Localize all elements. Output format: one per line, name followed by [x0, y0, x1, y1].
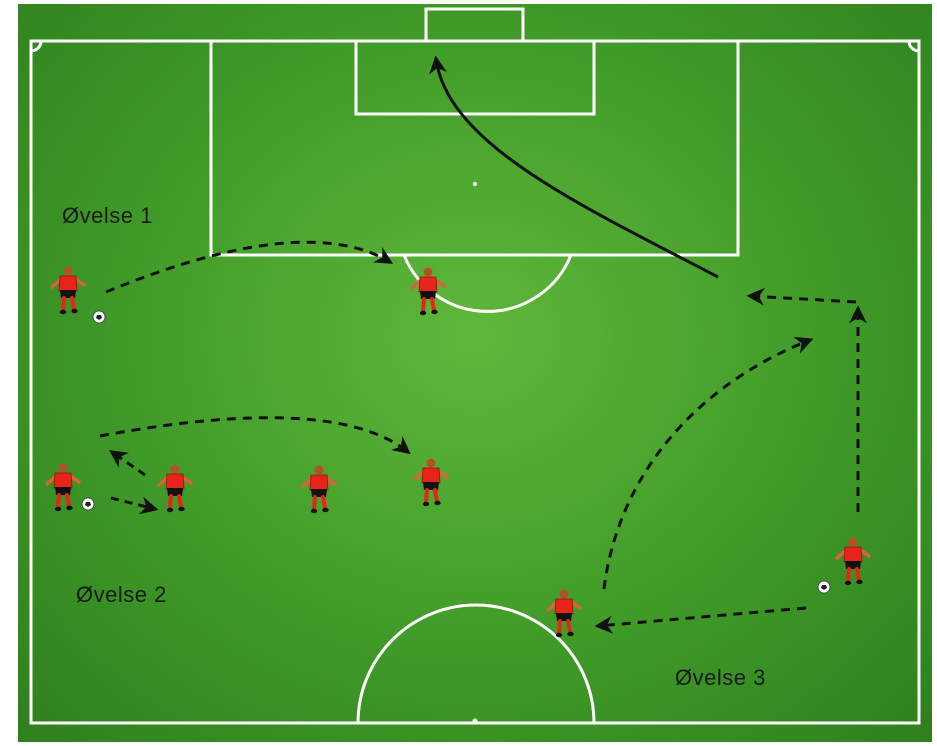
pitch-boundary [29, 39, 921, 725]
player-3b [835, 535, 871, 588]
player-1a [50, 264, 86, 317]
player-3a [546, 587, 582, 640]
ball-2 [81, 497, 95, 511]
exercise-label-3: Øvelse 3 [675, 665, 766, 690]
shot-arrow [429, 55, 719, 279]
pass-arrow-1 [105, 240, 394, 294]
player-2d [413, 456, 449, 509]
player-1b [410, 265, 446, 318]
pitch-lines [29, 7, 921, 725]
pass-arrow-3b [602, 336, 814, 590]
pass-arrow-2c [110, 496, 159, 515]
player-2c [301, 463, 337, 516]
pass-arrow-2a [99, 416, 411, 455]
players [45, 264, 871, 640]
penalty-area [209, 39, 740, 257]
corner-arc-right [907, 40, 920, 53]
ball-1 [92, 310, 106, 324]
centre-spot [472, 718, 478, 724]
ball-3 [817, 580, 831, 594]
corner-arc-left [30, 40, 43, 53]
penalty-spot [473, 182, 477, 186]
pitch-diagram [29, 7, 921, 725]
goal-area [354, 39, 596, 116]
exercise-label-2: Øvelse 2 [76, 582, 167, 607]
arrows [99, 55, 867, 634]
centre-circle [356, 603, 596, 724]
pass-arrow-3d [746, 287, 857, 306]
exercise-label-1: Øvelse 1 [62, 203, 153, 228]
pass-arrow-3a [594, 606, 807, 634]
football-pitch: Øvelse 1 Øvelse 2 Øvelse 3 [18, 4, 932, 742]
player-2b [157, 462, 193, 515]
balls [81, 310, 831, 594]
player-2a [45, 461, 81, 514]
goal [424, 7, 525, 43]
pass-arrow-2b [109, 449, 146, 477]
